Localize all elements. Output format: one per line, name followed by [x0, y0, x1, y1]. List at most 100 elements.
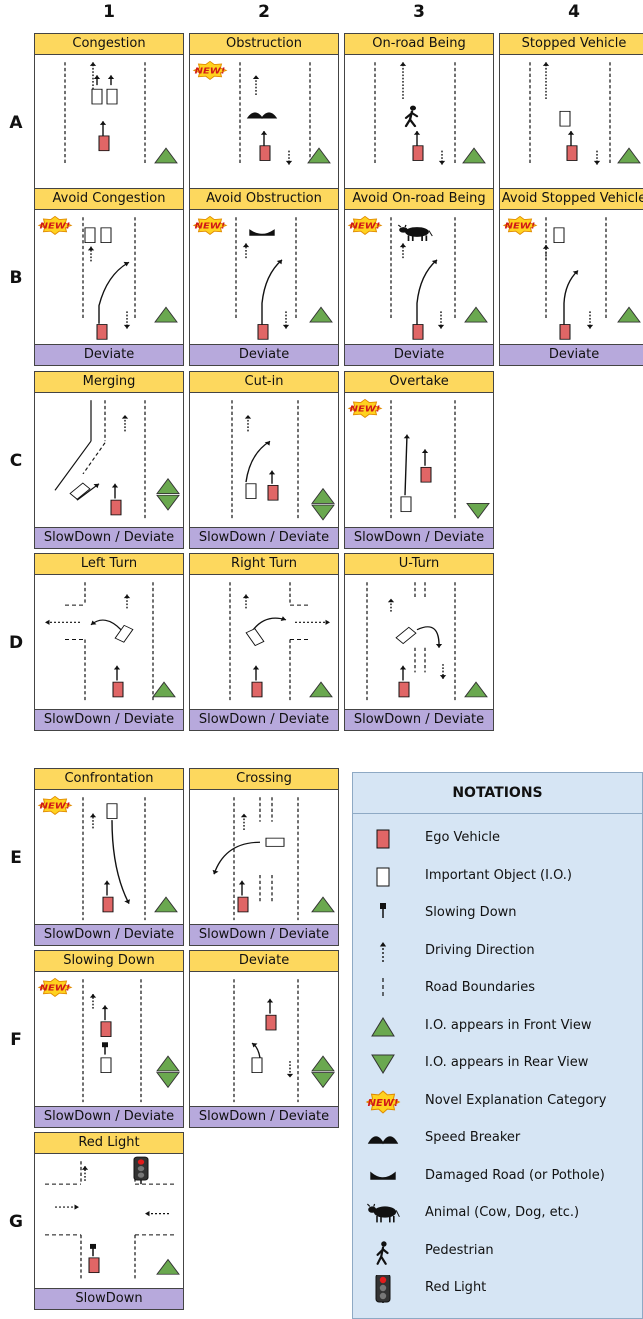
arrow-head: [439, 675, 447, 679]
scenario-diagram: [45, 582, 176, 701]
row-header-F: F: [10, 1030, 22, 1050]
confrontation-path: [111, 820, 130, 904]
notation-ego-vehicle: Ego Vehicle: [353, 821, 642, 855]
scenario-title: Right Turn: [190, 554, 338, 575]
speed-breaker-icon: [246, 112, 278, 120]
scenario-action: SlowDown / Deviate: [35, 1106, 183, 1127]
notation-animal: Animal (Cow, Dog, etc.): [353, 1196, 642, 1230]
scenario-action: Deviate: [190, 344, 338, 365]
arrow-head: [399, 62, 407, 66]
rear-view-icon: [311, 1072, 335, 1089]
column-header-1: 1: [103, 2, 115, 22]
road-boundary: [54, 440, 92, 491]
notation-speed-breaker: Speed Breaker: [353, 1121, 642, 1155]
arrow-head: [244, 414, 252, 419]
scenario-diagram: [64, 62, 178, 165]
notation-label: Ego Vehicle: [425, 830, 501, 845]
arrow-head: [124, 899, 131, 904]
row-header-E: E: [10, 848, 22, 868]
arrow-head: [437, 324, 445, 329]
arrow-head: [325, 619, 330, 625]
arrow-head: [81, 1166, 89, 1170]
arrow-head: [542, 62, 550, 66]
arrow-head: [435, 644, 443, 648]
row-header-C: C: [9, 451, 23, 471]
scenario-action: Deviate: [345, 344, 493, 365]
ego-vehicle-icon: [376, 829, 390, 849]
novel-badge-icon: [347, 398, 383, 418]
arrow-head: [238, 880, 246, 885]
novel-badge-text: NEW!: [368, 1098, 399, 1109]
scenario-title: Crossing: [190, 769, 338, 790]
arrow-head: [93, 75, 101, 79]
novel-badge-text: NEW!: [195, 67, 226, 76]
important-object: [100, 227, 112, 243]
arrow-head: [87, 246, 95, 251]
notation-driving-direction: Driving Direction: [353, 934, 642, 968]
scenario-action: SlowDown / Deviate: [345, 527, 493, 548]
cut-in-path: [245, 440, 271, 483]
scenario-action: SlowDown / Deviate: [190, 924, 338, 945]
scenario-diagram: [54, 400, 180, 519]
novel-badge-icon: [37, 215, 73, 235]
notation-important-object: Important Object (I.O.): [353, 859, 642, 893]
arrow-head: [260, 131, 268, 135]
scenario-diagram: [231, 400, 335, 521]
front-view-icon: [156, 478, 180, 494]
notation-label: Important Object (I.O.): [425, 867, 572, 883]
notation-slowing-down: Slowing Down: [353, 896, 642, 930]
scenario-action: SlowDown / Deviate: [190, 709, 338, 730]
animal-icon: [366, 1203, 400, 1223]
road-boundary: [82, 442, 106, 475]
notation-pedestrian: Pedestrian: [353, 1234, 642, 1268]
scenario-action: SlowDown / Deviate: [35, 527, 183, 548]
arrow-head: [99, 121, 107, 125]
notation-road-boundaries: Road Boundaries: [353, 971, 642, 1005]
arrow-head: [572, 270, 578, 275]
arrow-head: [268, 470, 276, 475]
deviate-path: [416, 259, 438, 325]
front-view-icon: [462, 147, 486, 164]
deviate-path: [261, 259, 283, 325]
arrow-head: [282, 324, 290, 329]
novel-badge-text: NEW!: [40, 984, 71, 993]
column-header-2: 2: [258, 2, 270, 22]
ego-vehicle: [412, 324, 424, 340]
front-view-icon: [154, 147, 178, 164]
front-view-icon: [617, 306, 641, 323]
scenario-action: Deviate: [35, 344, 183, 365]
ego-vehicle: [102, 896, 114, 913]
important-object: [245, 483, 257, 499]
important-object-icon: [376, 867, 390, 886]
front-view-icon: [464, 306, 488, 323]
novel-badge-icon: [502, 215, 538, 235]
important-object: [553, 227, 565, 243]
scenario-diagram: NEW!: [347, 398, 490, 519]
rear-view-icon: [156, 1072, 180, 1089]
scenario-title: Left Turn: [35, 554, 183, 575]
ego-vehicle: [412, 145, 424, 161]
novel-badge-icon: [365, 1089, 401, 1114]
novel-badge-text: NEW!: [350, 405, 381, 414]
arrow-head: [542, 245, 550, 249]
scenario-cell-a1: CongestionSlowDown / Deviate: [34, 33, 184, 211]
arrow-head: [266, 998, 274, 1003]
ego-vehicle: [98, 135, 110, 152]
scenario-diagram: NEW!: [37, 215, 178, 340]
arrow-head: [252, 1043, 258, 1048]
slowing-down-marker: [102, 1042, 108, 1048]
pedestrian-body: [376, 1246, 389, 1265]
arrow-head: [242, 594, 250, 599]
notation-label: Driving Direction: [425, 942, 535, 958]
front-view-icon: [617, 147, 641, 164]
scenario-diagram: NEW!: [37, 795, 178, 921]
scenario-title: Stopped Vehicle: [500, 34, 643, 55]
arrow-head: [403, 434, 410, 439]
scenario-action: SlowDown / Deviate: [35, 709, 183, 730]
